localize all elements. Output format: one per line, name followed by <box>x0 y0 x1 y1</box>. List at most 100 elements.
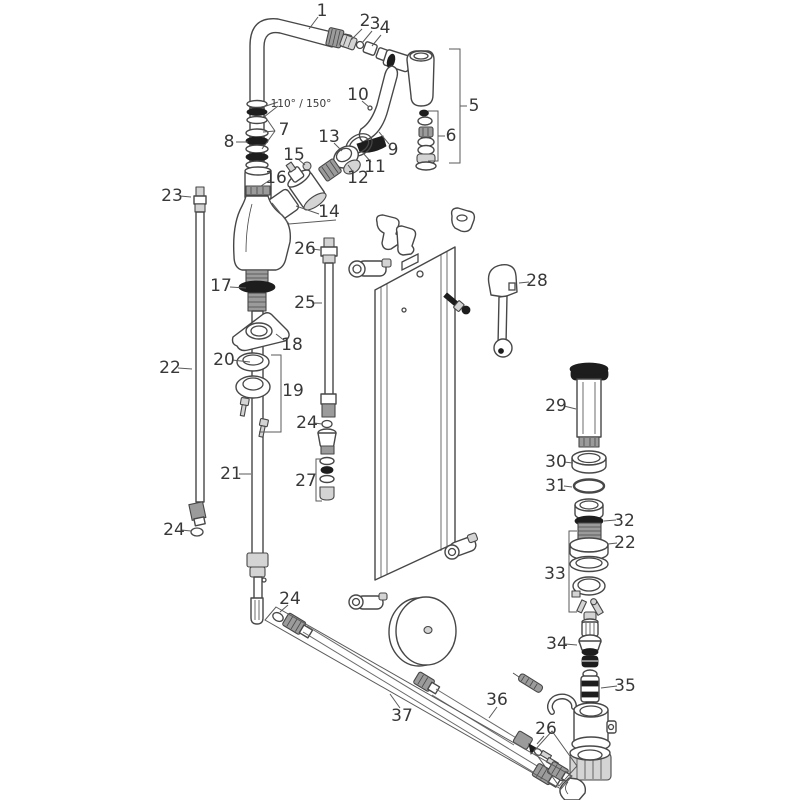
seal-rings <box>235 352 271 438</box>
swivel-ring-stack <box>245 99 269 170</box>
part-label-29: 29 <box>545 396 567 416</box>
part-label-6: 6 <box>446 126 457 146</box>
leader-line <box>263 114 276 132</box>
leader-line <box>313 422 323 425</box>
box-layer <box>264 606 578 790</box>
leader-line <box>311 248 321 251</box>
leader-line <box>179 195 192 198</box>
leader-line <box>488 706 498 719</box>
part-label-26: 26 <box>535 719 557 739</box>
leader-line <box>275 333 286 342</box>
base-seal-ring <box>238 280 276 294</box>
part-label-4: 4 <box>380 18 391 38</box>
drain-elbow <box>559 777 587 800</box>
leader-line <box>177 367 193 370</box>
part-label-34: 34 <box>546 634 568 654</box>
part-label-27: 27 <box>295 471 317 491</box>
handle-ring-stack <box>415 109 437 171</box>
bracket-line <box>259 354 282 433</box>
part-label-9: 9 <box>388 140 399 160</box>
leader-line <box>350 28 363 41</box>
drain-flange-parts <box>569 450 609 573</box>
part-label-24: 24 <box>163 520 185 540</box>
leader-line <box>536 735 545 745</box>
o-ring <box>321 419 333 429</box>
leader-line <box>361 100 370 108</box>
cartridge-cap <box>318 158 342 182</box>
part-label-28: 28 <box>526 271 548 291</box>
part-label-30: 30 <box>545 452 567 472</box>
part-label-14: 14 <box>318 202 340 222</box>
leader-line <box>600 685 618 689</box>
leader-line <box>563 405 577 410</box>
part-label-22: 22 <box>159 358 181 378</box>
mounting-screw <box>239 397 250 417</box>
leader-line <box>262 130 276 133</box>
part-label-35: 35 <box>614 676 636 696</box>
faucet-body <box>232 188 300 271</box>
horseshoe-clip <box>547 693 577 715</box>
mounting-clips-top <box>348 207 476 315</box>
bracket-line <box>315 458 322 502</box>
part-label-8: 8 <box>224 132 235 152</box>
leader-line <box>389 693 401 709</box>
hose-weight-disc <box>388 596 457 667</box>
leader-line <box>371 34 382 47</box>
part-label-5: 5 <box>469 96 480 116</box>
leader-line <box>563 485 573 488</box>
leader-line <box>378 131 390 145</box>
bracket-line <box>568 530 577 613</box>
o-ring <box>190 527 204 537</box>
part-label-31: 31 <box>545 476 567 496</box>
leader-line <box>231 359 251 363</box>
swivel-collar <box>244 166 272 201</box>
base-escutcheon <box>231 312 290 352</box>
leader-line <box>260 179 271 187</box>
part-label-7: 7 <box>279 120 290 140</box>
leader-layer <box>177 16 618 745</box>
group-outline-box <box>264 606 573 790</box>
part-label-15: 15 <box>283 145 305 165</box>
leader-line <box>607 542 618 545</box>
pull-rod-knob <box>569 362 609 448</box>
threaded-shank <box>238 269 276 312</box>
cartridge <box>285 161 327 211</box>
part-label-1: 1 <box>317 1 328 21</box>
part-label-23: 23 <box>161 186 183 206</box>
part-label-33: 33 <box>544 564 566 584</box>
part-label-12: 12 <box>347 168 369 188</box>
part-label-36: 36 <box>486 690 508 710</box>
group-outline-box <box>533 730 578 787</box>
leader-line <box>564 643 578 646</box>
bracket-line <box>271 202 337 225</box>
leader-line <box>308 16 319 30</box>
drain-plug <box>580 669 600 711</box>
hose-guide-hook <box>487 264 518 358</box>
supply-hose-middle <box>317 237 338 501</box>
leader-line <box>262 101 279 108</box>
part-label-37: 37 <box>391 706 413 726</box>
drain-receptor <box>571 702 617 752</box>
o-ring <box>572 478 606 494</box>
leader-line <box>261 130 276 150</box>
handle-body <box>382 49 435 107</box>
part-label-26: 26 <box>294 239 316 259</box>
leader-line <box>518 281 530 284</box>
supply-hose-left <box>188 186 207 537</box>
pullout-hose <box>272 611 562 788</box>
mounting-plate <box>374 246 456 581</box>
part-label-22: 22 <box>614 533 636 553</box>
leader-line <box>347 164 355 174</box>
spring-pin <box>512 672 544 693</box>
part-label-19: 19 <box>282 381 304 401</box>
part-label-18: 18 <box>281 335 303 355</box>
o-ring <box>272 611 284 623</box>
part-label-21: 21 <box>220 464 242 484</box>
mounting-clips-bottom <box>348 532 479 610</box>
leader-line <box>333 142 343 152</box>
part-label-110150: 110° / 150° <box>271 98 332 110</box>
part-label-16: 16 <box>265 168 287 188</box>
plate-screw <box>443 292 465 312</box>
